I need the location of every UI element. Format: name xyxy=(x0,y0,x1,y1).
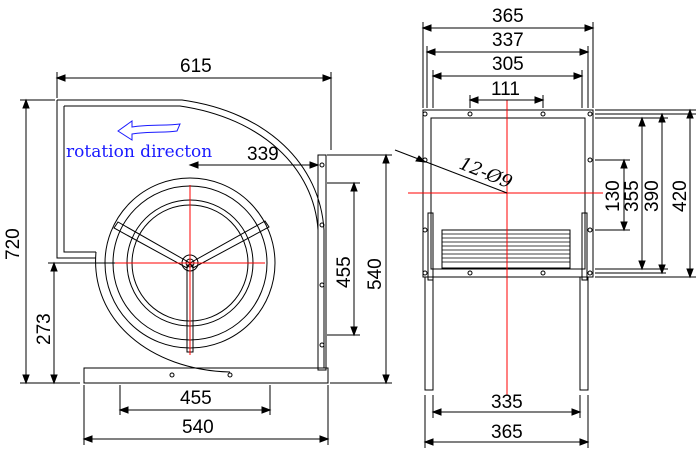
dim-111: 111 xyxy=(491,79,520,100)
dim-390: 390 xyxy=(642,180,663,212)
bolt-holes xyxy=(422,111,593,276)
dim-615: 615 xyxy=(180,56,212,77)
dim-339: 339 xyxy=(247,144,279,165)
rotation-label: rotation directon xyxy=(66,142,212,162)
dim-130: 130 xyxy=(603,180,624,212)
holes-leader xyxy=(394,149,508,194)
dim-335: 335 xyxy=(491,392,523,413)
inlet-flange xyxy=(56,100,96,259)
body-side-right xyxy=(579,276,589,391)
rotation-arrow-icon xyxy=(117,120,181,141)
dim-273: 273 xyxy=(34,313,55,345)
body-side-left xyxy=(424,276,434,391)
spoke-right xyxy=(189,220,270,269)
scroll-housing xyxy=(57,99,325,368)
holes-label: 12-Ø9 xyxy=(456,153,515,193)
front-view xyxy=(394,22,696,448)
louver-grille xyxy=(441,229,571,269)
dim-540-base: 540 xyxy=(182,417,214,438)
dim-720: 720 xyxy=(3,228,24,260)
side-view xyxy=(20,72,392,445)
dim-455-base: 455 xyxy=(180,388,212,409)
dim-337: 337 xyxy=(492,30,524,51)
dim-455-outlet: 455 xyxy=(334,256,355,288)
dim-420: 420 xyxy=(670,180,691,212)
scroll-housing-inner xyxy=(64,105,319,368)
spoke-bottom xyxy=(186,264,194,353)
base-plate xyxy=(83,367,329,384)
dim-365-top: 365 xyxy=(492,6,524,27)
outlet-flange xyxy=(317,154,327,371)
spoke-left xyxy=(113,221,191,269)
dim-365-bottom: 365 xyxy=(491,422,523,443)
dim-355: 355 xyxy=(622,180,643,212)
dim-540-outlet: 540 xyxy=(365,258,386,290)
dim-305: 305 xyxy=(492,54,524,75)
